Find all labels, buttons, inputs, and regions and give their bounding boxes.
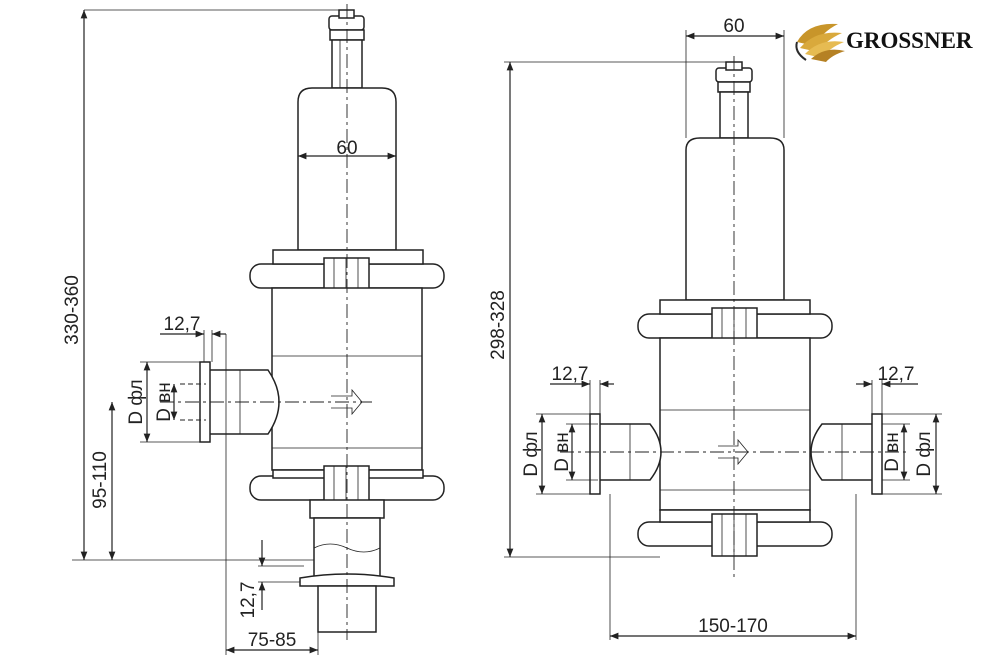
left-dim-pipe-wall-bottom: 12,7 — [238, 582, 259, 619]
right-lower-flange — [637, 509, 833, 557]
right-dim-d-inner-left: D вн — [552, 432, 573, 472]
left-dim-outlet-offset: 75-85 — [248, 630, 297, 651]
left-dim-top-width: 60 — [336, 138, 357, 159]
left-bonnet — [297, 87, 397, 251]
right-right-pipe — [810, 413, 883, 495]
right-dim-d-flange-right: D фл — [914, 431, 935, 476]
right-dim-total-height: 298-328 — [488, 290, 509, 360]
left-dim-d-inner: D вн — [154, 382, 175, 422]
right-dimensions: 60 298-328 150-170 12,7 12,7 D фл D вн — [488, 16, 942, 640]
left-dim-inlet-height: 95-110 — [90, 451, 111, 509]
left-dim-d-flange: D фл — [126, 379, 147, 424]
left-dimensions: 60 330-360 95-110 D фл D вн 12,7 12,7 — [62, 9, 396, 655]
right-bonnet — [685, 137, 785, 301]
brand-name: GROSSNER — [846, 28, 973, 53]
right-left-pipe — [589, 413, 662, 495]
right-dim-d-inner-right: D вн — [882, 432, 903, 472]
right-dim-face-to-face: 150-170 — [698, 616, 768, 637]
left-dim-pipe-wall-side: 12,7 — [164, 314, 201, 335]
right-view — [560, 56, 910, 580]
grossner-logo: GROSSNER — [795, 23, 973, 62]
logo-emblem-icon — [795, 23, 845, 62]
left-dim-total-height: 330-360 — [62, 275, 83, 345]
left-adjust-screw — [328, 9, 365, 89]
right-dim-top-width: 60 — [723, 16, 744, 37]
right-dim-pipe-wall-left: 12,7 — [552, 364, 589, 385]
right-dim-d-flange-left: D фл — [521, 431, 542, 476]
left-view — [160, 4, 445, 640]
right-valve-body — [659, 337, 811, 511]
right-dim-pipe-wall-right: 12,7 — [878, 364, 915, 385]
